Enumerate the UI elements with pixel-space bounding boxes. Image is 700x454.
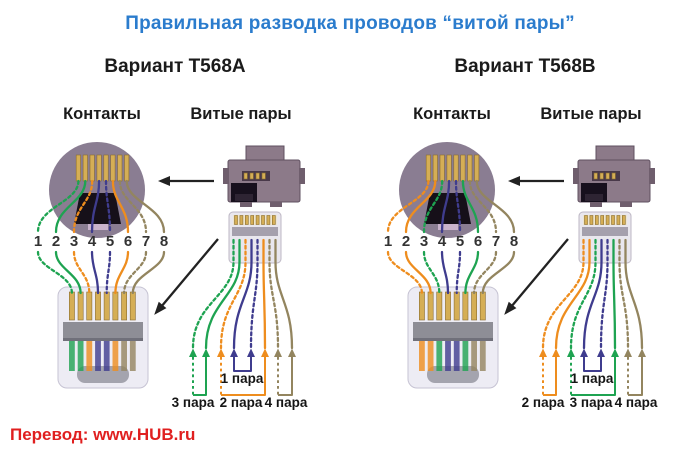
pair-bracket-left: [542, 357, 557, 396]
wire-2: [54, 179, 241, 371]
pin-number-1: 1: [383, 233, 393, 250]
pin-number-3: 3: [69, 233, 79, 250]
pair-bracket-right: [277, 357, 293, 396]
socket-gold-pins: [425, 154, 480, 182]
wire-5: [103, 179, 259, 371]
pair-bracket-inner: [583, 357, 602, 372]
wire-4: [90, 179, 253, 371]
pair-label-right: 4 пара: [614, 395, 658, 410]
wire-1: [36, 179, 235, 371]
pin-number-3: 3: [419, 233, 429, 250]
pair-bracket-left: [192, 357, 207, 396]
pair-label-mid: 2 пара: [219, 395, 263, 410]
wire-8: [125, 179, 296, 371]
keystone-jack: [223, 145, 305, 207]
plug-gold-pins: [69, 291, 136, 321]
wire-3: [422, 179, 597, 371]
rj45-plug-top: [578, 211, 632, 264]
variant-t568a-panel: Вариант T568A Контакты Витые пары: [33, 56, 308, 410]
pin-number-5: 5: [105, 233, 115, 250]
pin-number-8: 8: [509, 233, 519, 250]
plug-gold-pins: [419, 291, 486, 321]
contacts-label: Контакты: [63, 105, 141, 123]
arrow-jack-to-contacts: [158, 176, 214, 186]
wire-4: [440, 179, 603, 371]
variant-a-diagram: [36, 142, 305, 396]
pin-number-1: 1: [33, 233, 43, 250]
variant-a-heading: Вариант T568A: [104, 56, 246, 77]
pin-number-7: 7: [491, 233, 501, 250]
pair-label-inner: 1 пара: [570, 371, 614, 386]
pin-number-2: 2: [401, 233, 411, 250]
page-title: Правильная разводка проводов “витой пары…: [125, 13, 575, 34]
pair-bracket-inner: [233, 357, 252, 372]
variant-b-diagram: [386, 142, 655, 396]
pin-number-2: 2: [51, 233, 61, 250]
contacts-label: Контакты: [413, 105, 491, 123]
pin-number-4: 4: [437, 233, 447, 250]
wire-6: [111, 179, 269, 371]
arrow-cable-to-plug: [154, 238, 219, 315]
pair-bracket-mid: [220, 357, 266, 396]
pair-label-mid: 3 пара: [569, 395, 613, 410]
pin-number-6: 6: [123, 233, 133, 250]
twisted-pairs-label: Витые пары: [540, 105, 642, 123]
pair-label-left: 2 пара: [521, 395, 565, 410]
pair-label-left: 3 пара: [171, 395, 215, 410]
keystone-jack: [573, 145, 655, 207]
pin-number-5: 5: [455, 233, 465, 250]
variant-b-heading: Вариант T568B: [454, 56, 596, 77]
arrow-jack-to-contacts: [508, 176, 564, 186]
wire-8: [475, 179, 646, 371]
pair-bracket-mid: [570, 357, 616, 396]
pin-number-7: 7: [141, 233, 151, 250]
variant-t568b-panel: Вариант T568B Контакты Витые пары: [350, 0, 700, 454]
wire-3: [72, 179, 247, 371]
wire-2: [404, 179, 591, 371]
wire-6: [461, 179, 619, 371]
arrow-cable-to-plug: [504, 238, 569, 315]
wire-1: [386, 179, 585, 371]
pin-number-4: 4: [87, 233, 97, 250]
wire-7: [468, 179, 632, 371]
pair-bracket-right: [627, 357, 643, 396]
pin-number-6: 6: [473, 233, 483, 250]
pin-number-8: 8: [159, 233, 169, 250]
twisted-pairs-label: Витые пары: [190, 105, 292, 123]
pair-label-right: 4 пара: [264, 395, 308, 410]
rj45-plug-top: [228, 211, 282, 264]
pair-label-inner: 1 пара: [220, 371, 264, 386]
wire-7: [118, 179, 282, 371]
translation-credit: Перевод: www.HUB.ru: [10, 425, 196, 444]
wire-5: [453, 179, 609, 371]
